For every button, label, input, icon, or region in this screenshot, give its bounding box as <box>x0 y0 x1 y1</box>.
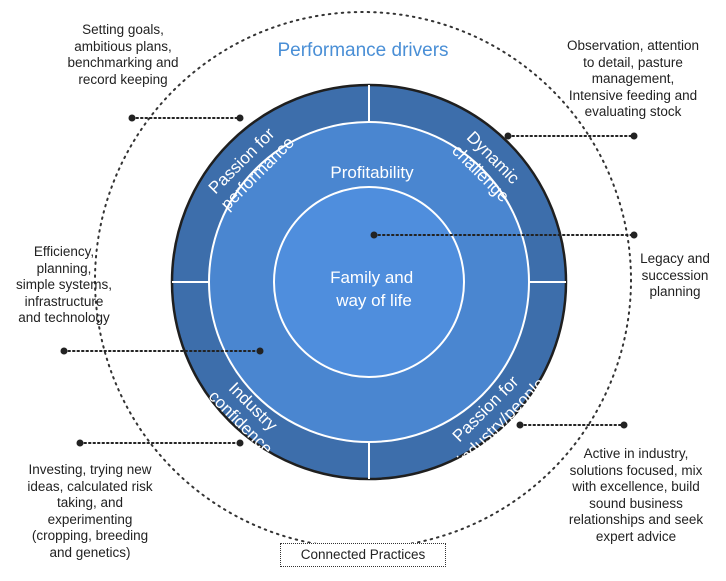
leader-dot <box>620 421 628 429</box>
connected-practices-ring <box>94 11 632 549</box>
leader-dot <box>236 439 244 447</box>
leader-dot <box>516 421 524 429</box>
performance-drivers-title: Performance drivers <box>277 40 449 61</box>
profitability-label: Profitability <box>330 163 414 182</box>
leader-dot <box>128 114 136 122</box>
leader-dot <box>370 231 378 239</box>
family-label-line: way of life <box>335 291 412 310</box>
leader-dot <box>504 132 512 140</box>
practice-efficiency: Efficiency,planning,simple systems,infra… <box>15 244 113 325</box>
connected-practices-label: Connected Practices <box>280 543 446 567</box>
leader-dot <box>76 439 84 447</box>
practice-active: Active in industry,solutions focused, mi… <box>568 446 704 544</box>
family-label-line: Family and <box>330 268 413 287</box>
leader-dot <box>236 114 244 122</box>
leader-dot <box>630 231 638 239</box>
leader-dot <box>60 347 68 355</box>
family-label: Family and way of life <box>330 268 418 310</box>
practice-setting-goals: Setting goals,ambitious plans,benchmarki… <box>67 22 179 87</box>
leader-dot <box>630 132 638 140</box>
leader-dot <box>256 347 264 355</box>
